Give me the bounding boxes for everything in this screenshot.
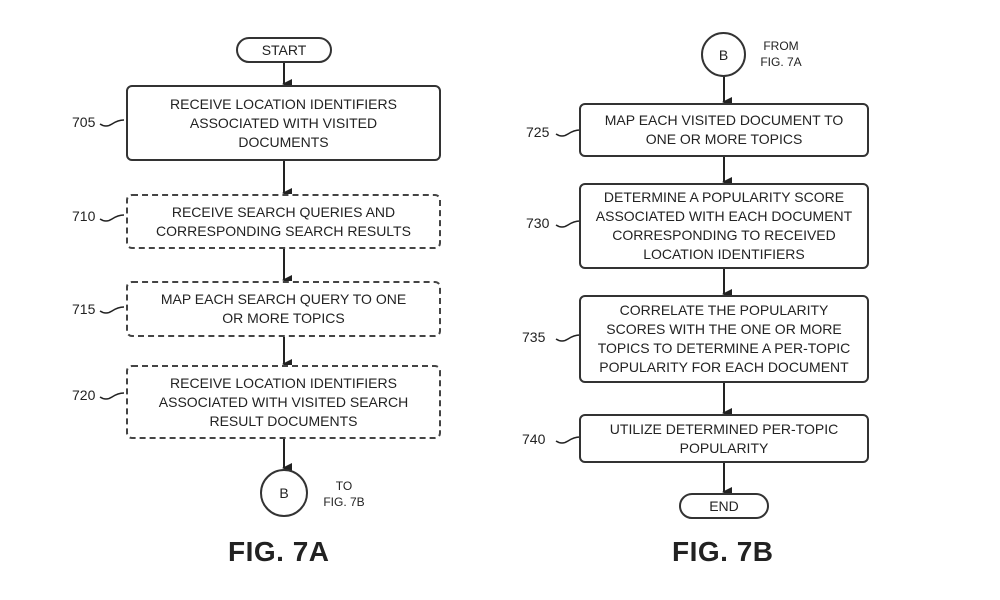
connector-b-out-note: TO FIG. 7B bbox=[323, 479, 365, 509]
step-715-text: MAP EACH SEARCH QUERY TO ONE OR MORE TOP… bbox=[160, 291, 407, 326]
fig-7a-title: FIG. 7A bbox=[228, 536, 330, 567]
connector-b-in-label: B bbox=[718, 46, 729, 63]
step-730-box: DETERMINE A POPULARITY SCORE ASSOCIATED … bbox=[579, 183, 869, 269]
connector-b-out: B bbox=[260, 469, 308, 517]
step-705-text: RECEIVE LOCATION IDENTIFIERS ASSOCIATED … bbox=[170, 95, 397, 150]
ref-leader-715 bbox=[99, 306, 125, 314]
ref-leader-740 bbox=[555, 436, 581, 444]
end-terminal: END bbox=[679, 493, 769, 519]
ref-720: 720 bbox=[72, 387, 96, 403]
ref-735: 735 bbox=[522, 329, 546, 345]
step-725-box: MAP EACH VISITED DOCUMENT TO ONE OR MORE… bbox=[579, 103, 869, 157]
step-720-text: RECEIVE LOCATION IDENTIFIERS ASSOCIATED … bbox=[158, 374, 409, 429]
step-740-box: UTILIZE DETERMINED PER-TOPIC POPULARITY bbox=[579, 414, 869, 463]
fig-7b-title: FIG. 7B bbox=[672, 536, 774, 567]
step-710-box: RECEIVE SEARCH QUERIES AND CORRESPONDING… bbox=[126, 194, 441, 249]
connector-b-in: B bbox=[701, 32, 746, 77]
step-715-box: MAP EACH SEARCH QUERY TO ONE OR MORE TOP… bbox=[126, 281, 441, 337]
start-terminal: START bbox=[236, 37, 332, 63]
ref-725: 725 bbox=[526, 124, 550, 140]
start-label: START bbox=[261, 42, 307, 58]
end-label: END bbox=[709, 498, 739, 514]
step-710-text: RECEIVE SEARCH QUERIES AND CORRESPONDING… bbox=[156, 203, 411, 239]
step-740-text: UTILIZE DETERMINED PER-TOPIC POPULARITY bbox=[609, 420, 839, 456]
step-725-text: MAP EACH VISITED DOCUMENT TO ONE OR MORE… bbox=[604, 112, 844, 147]
ref-leader-720 bbox=[99, 392, 125, 400]
ref-leader-730 bbox=[555, 220, 581, 228]
ref-715: 715 bbox=[72, 301, 96, 317]
step-735-text: CORRELATE THE POPULARITY SCORES WITH THE… bbox=[597, 302, 851, 375]
ref-leader-725 bbox=[555, 129, 581, 137]
ref-710: 710 bbox=[72, 208, 96, 224]
connector-b-out-label: B bbox=[279, 485, 289, 501]
step-720-box: RECEIVE LOCATION IDENTIFIERS ASSOCIATED … bbox=[126, 365, 441, 439]
ref-705: 705 bbox=[72, 114, 96, 130]
ref-740: 740 bbox=[522, 431, 546, 447]
ref-leader-735 bbox=[555, 334, 581, 342]
ref-leader-705 bbox=[99, 119, 125, 127]
step-730-text: DETERMINE A POPULARITY SCORE ASSOCIATED … bbox=[595, 189, 853, 262]
ref-730: 730 bbox=[526, 215, 550, 231]
step-705-box: RECEIVE LOCATION IDENTIFIERS ASSOCIATED … bbox=[126, 85, 441, 161]
ref-leader-710 bbox=[99, 214, 125, 222]
connector-b-in-note: FROM FIG. 7A bbox=[760, 39, 802, 69]
step-735-box: CORRELATE THE POPULARITY SCORES WITH THE… bbox=[579, 295, 869, 383]
